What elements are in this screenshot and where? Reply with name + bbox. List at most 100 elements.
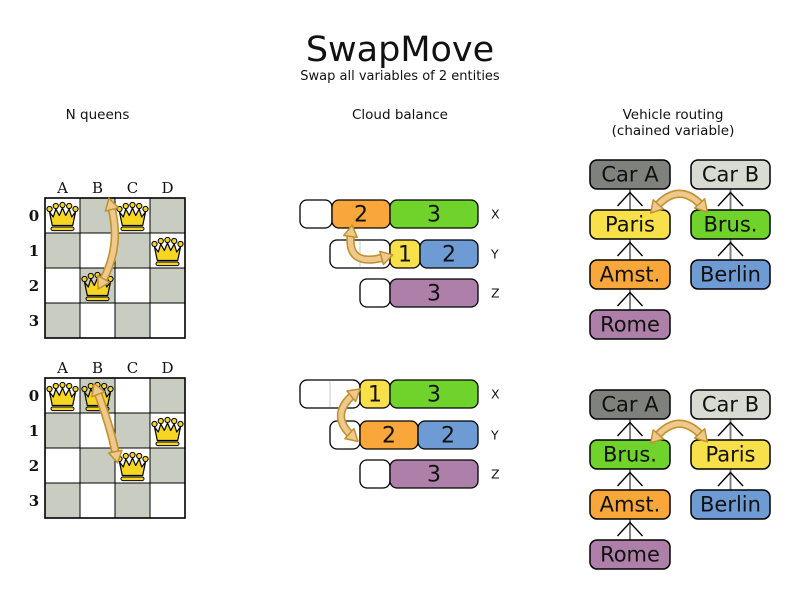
chain-arrowhead-icon [616, 521, 644, 537]
swap-arrow [97, 197, 120, 290]
row-label: 1 [29, 242, 39, 260]
process-size: 2 [441, 424, 455, 449]
queen-icon [46, 201, 79, 232]
board-cell [79, 302, 116, 339]
swap-arrow [91, 382, 123, 464]
node-label: Rome [600, 543, 660, 567]
board-border [44, 377, 186, 519]
panel-label-nqueens: N queens [65, 107, 130, 123]
computer-label: X [491, 207, 500, 222]
node-paris [690, 439, 771, 470]
board-cell [44, 412, 81, 449]
process-segment-green [389, 379, 479, 409]
computer-slack [359, 459, 391, 489]
queen-icon [151, 236, 184, 267]
node-label: Berlin [700, 263, 761, 287]
process-segment-purple [389, 459, 479, 489]
vehicle-routing-label: Vehicle routing [622, 107, 724, 123]
process-size: 3 [427, 463, 441, 488]
chain-arrowhead-icon [616, 241, 644, 257]
swap-arrowhead [693, 198, 709, 213]
chain-arrowhead-icon [616, 421, 644, 437]
page-title: SwapMove [305, 30, 495, 70]
board-cell [149, 377, 186, 414]
swap-arrow [336, 388, 361, 443]
process-size: 3 [427, 282, 441, 307]
column-label: C [127, 359, 138, 377]
row-label: 3 [29, 312, 39, 330]
board-cell [44, 232, 81, 269]
board-cell [114, 302, 151, 339]
swap-arrowhead [693, 428, 709, 443]
node-rome [589, 309, 671, 340]
computer-label: Y [490, 247, 499, 262]
row-label: 0 [29, 207, 39, 225]
chain-arrowhead-icon [616, 471, 644, 487]
panel-label-cloud-balance: Cloud balance [351, 107, 448, 123]
computer-label: Z [491, 467, 500, 482]
chain-arrowhead-icon [616, 191, 644, 207]
process-size: 2 [354, 203, 368, 228]
board-cell [79, 482, 116, 519]
node-label: Rome [600, 313, 660, 337]
computer-slack [299, 199, 333, 229]
process-segment-purple [389, 278, 479, 308]
swap-arrowhead [379, 250, 394, 266]
row-label: 2 [29, 277, 39, 295]
column-label: A [56, 359, 68, 377]
node-carb [690, 159, 771, 190]
row-label: 0 [29, 387, 39, 405]
computer-slack [359, 278, 391, 308]
board-cell [114, 412, 151, 449]
node-paris [589, 209, 671, 240]
swap-arrowhead [343, 224, 358, 239]
node-carb [690, 389, 771, 420]
board-cell [149, 447, 186, 484]
node-label: Paris [706, 443, 756, 467]
swap-arrowhead [649, 199, 665, 214]
swap-arrow [343, 224, 394, 266]
process-size: 1 [398, 243, 412, 268]
board-cell [149, 197, 186, 234]
board-cell [149, 267, 186, 304]
chain-arrowhead-icon [616, 291, 644, 307]
computer-label: Y [490, 428, 499, 443]
chain-arrowhead-icon [717, 471, 744, 487]
column-label: B [92, 179, 103, 197]
swap-arrowhead [97, 274, 111, 290]
column-label: B [92, 359, 103, 377]
node-label: Brus. [603, 443, 657, 467]
swap-arrowhead [649, 429, 665, 444]
board-border [44, 197, 186, 339]
column-label: D [161, 359, 173, 377]
panel-label-vehicle-routing: Vehicle routing (chained variable) [588, 107, 758, 139]
swap-arrowhead [344, 427, 359, 443]
swap-arrowhead [107, 449, 123, 464]
node-amst [589, 489, 671, 520]
node-label: Berlin [700, 493, 761, 517]
board-cell [44, 302, 81, 339]
swap-arrow [649, 419, 709, 444]
board-cell [114, 482, 151, 519]
queen-icon [116, 201, 149, 232]
row-label: 2 [29, 457, 39, 475]
node-brus [690, 209, 771, 240]
node-cara [589, 389, 671, 420]
column-label: A [56, 179, 68, 197]
node-label: Car A [601, 393, 659, 417]
computer-label: X [491, 387, 500, 402]
node-cara [589, 159, 671, 190]
node-label: Brus. [704, 213, 758, 237]
board-cell [114, 377, 151, 414]
process-size: 3 [427, 383, 441, 408]
process-segment-blue [417, 420, 479, 450]
process-segment-blue [419, 239, 479, 269]
board-cell [114, 267, 151, 304]
swap-arrowhead [91, 382, 106, 398]
